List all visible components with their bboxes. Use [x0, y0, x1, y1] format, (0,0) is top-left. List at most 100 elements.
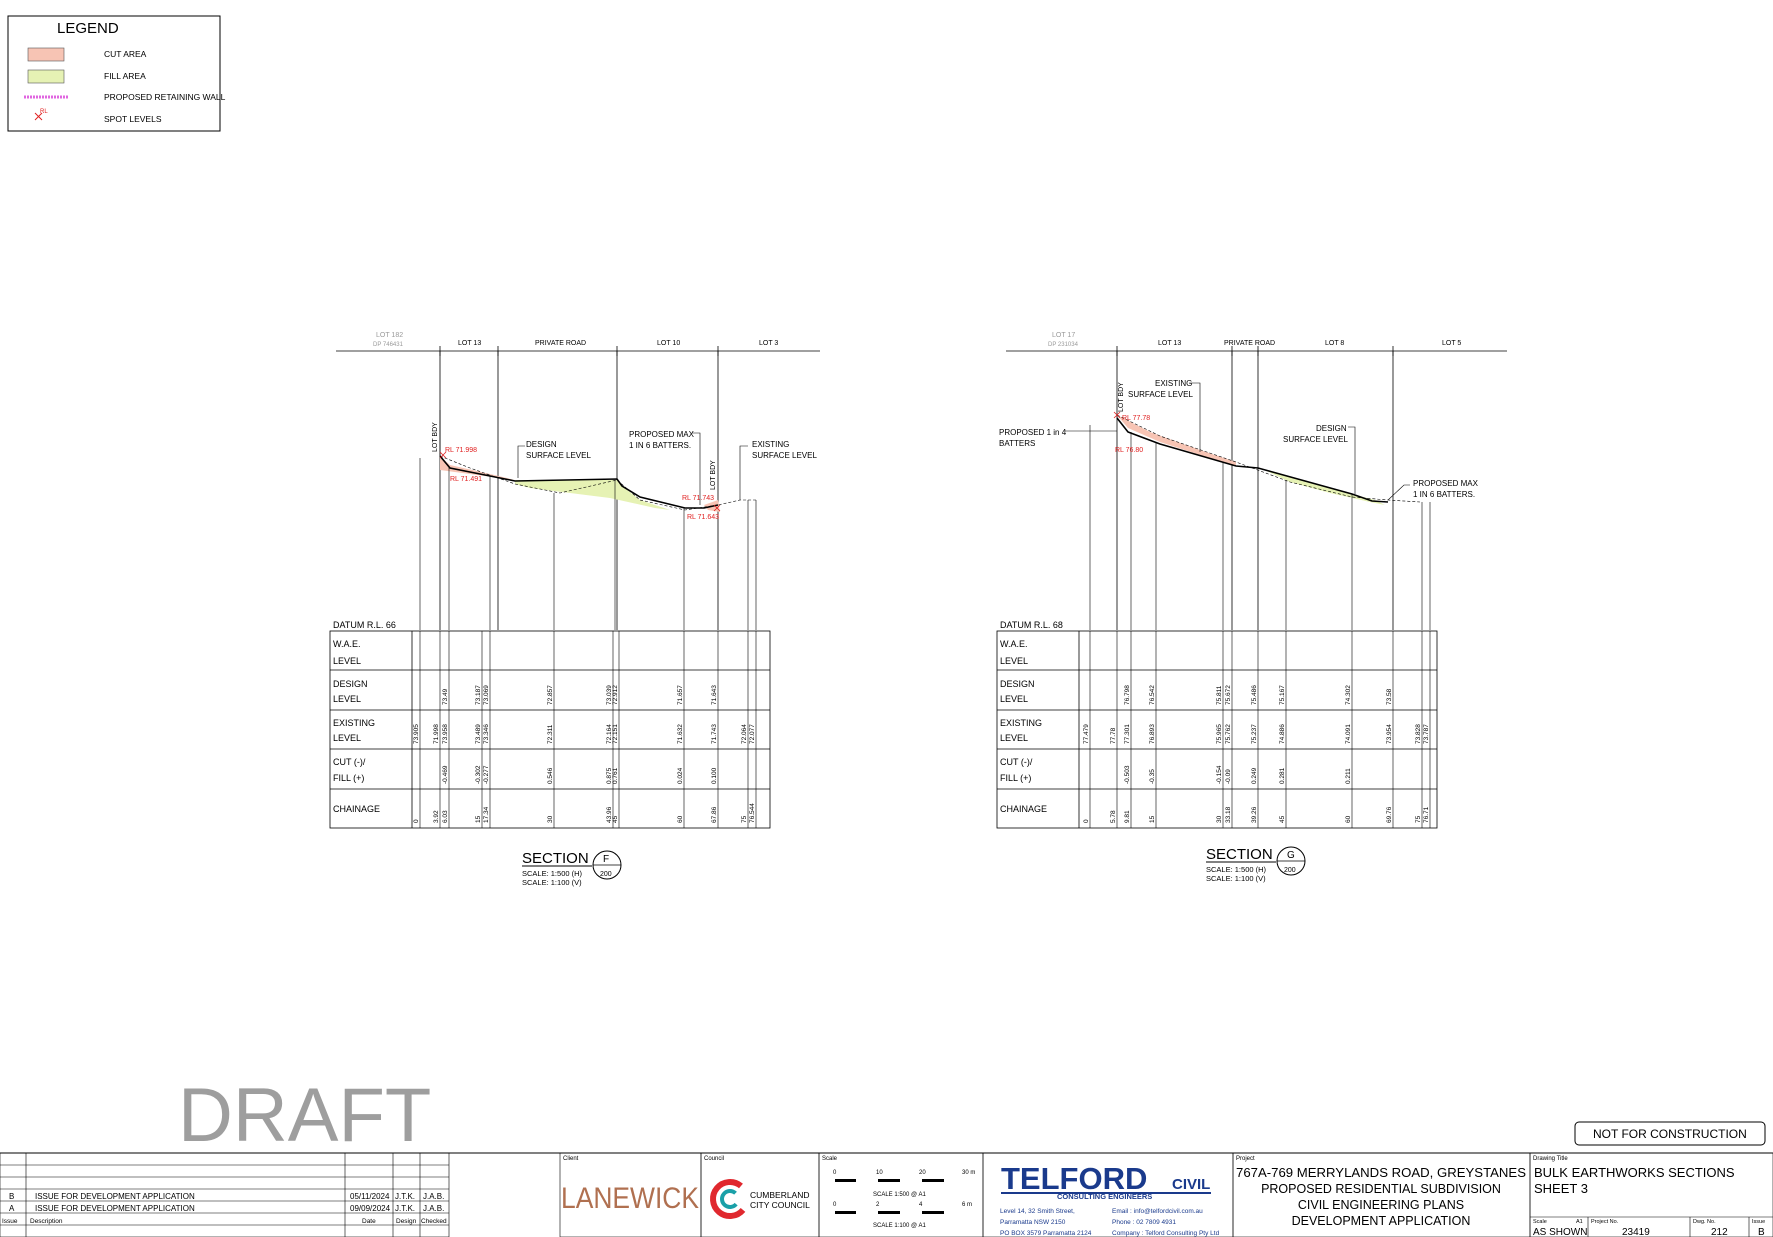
table-cell-design: 76.542 [1149, 685, 1156, 705]
drawing-title-2: SHEET 3 [1534, 1181, 1588, 1196]
section-f: LOT 182 DP 746431 LOT 13 PRIVATE ROAD LO… [329, 332, 820, 887]
spot-level-symbol: RL [34, 109, 48, 121]
fill-area-swatch [27, 69, 65, 84]
table-cell-cutfill: -0.503 [1124, 765, 1131, 784]
section-g-note-batters-1in4-2: BATTERS [999, 439, 1035, 448]
section-g-spot-level: RL 76.80 [1115, 447, 1143, 454]
table-cell-cutfill: -0.09 [1225, 769, 1232, 784]
project-line: CIVIL ENGINEERING PLANS [1298, 1198, 1464, 1212]
telford-logo: TELFORD [1001, 1161, 1147, 1196]
section-g-existing-surface [1116, 414, 1421, 503]
project-box: Project 767A-769 MERRYLANDS ROAD, GREYST… [1232, 1152, 1531, 1237]
scale-tick: 0 [833, 1170, 837, 1176]
project-line: DEVELOPMENT APPLICATION [1292, 1214, 1471, 1228]
footer-scale: AS SHOWN [1533, 1227, 1587, 1237]
section-g-private-road: PRIVATE ROAD [1224, 340, 1275, 347]
table-cell-design: 75.811 [1216, 685, 1223, 705]
section-g-title: SECTION [1206, 846, 1273, 863]
table-cell-cutfill: -0.35 [1149, 769, 1156, 784]
council-box: Council CUMBERLAND CITY COUNCIL [700, 1152, 820, 1237]
drawing-title-label: Drawing Title [1533, 1156, 1568, 1162]
scale-box: Scale 0 10 20 30 m SCALE 1:500 @ A1 [818, 1152, 984, 1237]
revision-header-design: Design [396, 1218, 417, 1225]
section-f-cut-area [440, 456, 515, 480]
row-label-chainage: CHAINAGE [1000, 804, 1047, 814]
row-label-cutfill-2: FILL (+) [333, 773, 364, 783]
not-for-construction-stamp: NOT FOR CONSTRUCTION [1574, 1121, 1766, 1146]
table-cell-chainage: 67.86 [711, 806, 718, 823]
section-g-spot-levels: RL 77.78 RL 76.80 [1113, 411, 1150, 454]
revision-description: ISSUE FOR DEVELOPMENT APPLICATION [35, 1192, 195, 1201]
revision-design: J.T.K. [395, 1192, 415, 1201]
scale-tick: 2 [876, 1202, 880, 1208]
table-cell-cutfill: 0.211 [1345, 768, 1352, 784]
section-g-table [996, 630, 1438, 829]
section-g-drop-lines [1089, 425, 1431, 630]
drawing-title-box: Drawing Title BULK EARTHWORKS SECTIONS S… [1529, 1152, 1773, 1237]
section-f-sheet-ref: 200 [600, 871, 612, 878]
drawing-title: BULK EARTHWORKS SECTIONS [1534, 1165, 1735, 1180]
table-cell-cutfill: -0.277 [483, 765, 490, 784]
table-cell-existing: 71.632 [677, 724, 684, 744]
table-cell-chainage: 15 [1149, 815, 1156, 823]
telford-contact: Company : Telford Consulting Pty Ltd [1112, 1230, 1220, 1237]
table-cell-chainage: 43.96 [606, 806, 613, 823]
table-cell-chainage: 60 [1345, 815, 1352, 823]
scale-caption: SCALE 1:100 @ A1 [873, 1223, 926, 1229]
table-cell-design: 75.672 [1225, 685, 1232, 705]
section-g-row-labels: W.A.E. LEVEL DESIGN LEVEL EXISTING LEVEL… [1000, 639, 1047, 814]
table-cell-design: 73.039 [606, 685, 613, 705]
section-g-note-existing-surface-2: SURFACE LEVEL [1128, 390, 1193, 399]
table-cell-existing: 73.828 [1415, 724, 1422, 744]
table-cell-existing: 73.346 [483, 724, 490, 744]
legend-label-spot-levels: SPOT LEVELS [104, 114, 162, 124]
row-label-design: DESIGN [333, 679, 368, 689]
revision-checked: J.A.B. [423, 1192, 444, 1201]
revision-header-date: Date [362, 1218, 376, 1225]
legend: LEGEND CUT AREA FILL AREA PROPOSED RETAI… [7, 15, 226, 132]
table-cell-existing: 77.78 [1110, 727, 1117, 744]
scale-bar-500: 0 10 20 30 m SCALE 1:500 @ A1 [833, 1170, 975, 1198]
cut-area-swatch [27, 47, 65, 62]
table-cell-existing: 71.998 [433, 724, 440, 744]
footer-dwg-no-label: Dwg. No. [1693, 1219, 1716, 1225]
revision-design: J.T.K. [395, 1204, 415, 1213]
section-f-fill-area [515, 480, 670, 510]
section-g-cut-area [1117, 415, 1236, 466]
table-cell-existing: 74.886 [1279, 724, 1286, 744]
table-cell-chainage: 75 [741, 815, 748, 823]
table-cell-design: 75.486 [1251, 685, 1258, 705]
table-cell-design: 73.58 [1386, 688, 1393, 705]
table-cell-existing: 74.091 [1345, 724, 1352, 744]
project-label: Project [1236, 1156, 1255, 1162]
table-cell-existing: 72.077 [749, 724, 756, 744]
section-f-lot-10: LOT 10 [657, 340, 680, 347]
table-cell-existing: 77.479 [1083, 724, 1090, 744]
table-cell-existing: 75.237 [1251, 724, 1258, 744]
section-f-note-design-surface: DESIGN [526, 440, 557, 449]
revision-table [0, 1152, 450, 1237]
table-cell-chainage: 5.78 [1110, 810, 1117, 823]
client-label: Client [563, 1156, 579, 1162]
row-label-wae-2: LEVEL [333, 656, 361, 666]
revision-description: ISSUE FOR DEVELOPMENT APPLICATION [35, 1204, 195, 1213]
scale-tick: 30 m [962, 1170, 975, 1176]
section-g-note-batters-2: 1 IN 6 BATTERS. [1413, 490, 1475, 499]
section-f-lot-3: LOT 3 [759, 340, 778, 347]
row-label-design: DESIGN [1000, 679, 1035, 689]
table-cell-design: 71.657 [677, 685, 684, 705]
section-g-note-batters: PROPOSED MAX [1413, 479, 1479, 488]
project-line: 767A-769 MERRYLANDS ROAD, GREYSTANES [1236, 1166, 1526, 1180]
telford-contact: Email : info@telfordcivil.com.au [1112, 1208, 1203, 1215]
table-cell-existing: 75.965 [1216, 724, 1223, 744]
table-cell-existing: 77.301 [1124, 724, 1131, 744]
table-cell-chainage: 30 [547, 815, 554, 823]
revision-checked: J.A.B. [423, 1204, 444, 1213]
table-cell-existing: 75.762 [1225, 724, 1232, 744]
table-cell-cutfill: 0.875 [606, 767, 613, 784]
table-cell-chainage: 30 [1216, 815, 1223, 823]
section-f-drop-lines [419, 458, 757, 630]
section-f-note-existing-surface-2: SURFACE LEVEL [752, 451, 817, 460]
table-cell-cutfill: 0.024 [677, 767, 684, 784]
telford-address: Parramatta NSW 2150 [1000, 1219, 1066, 1226]
